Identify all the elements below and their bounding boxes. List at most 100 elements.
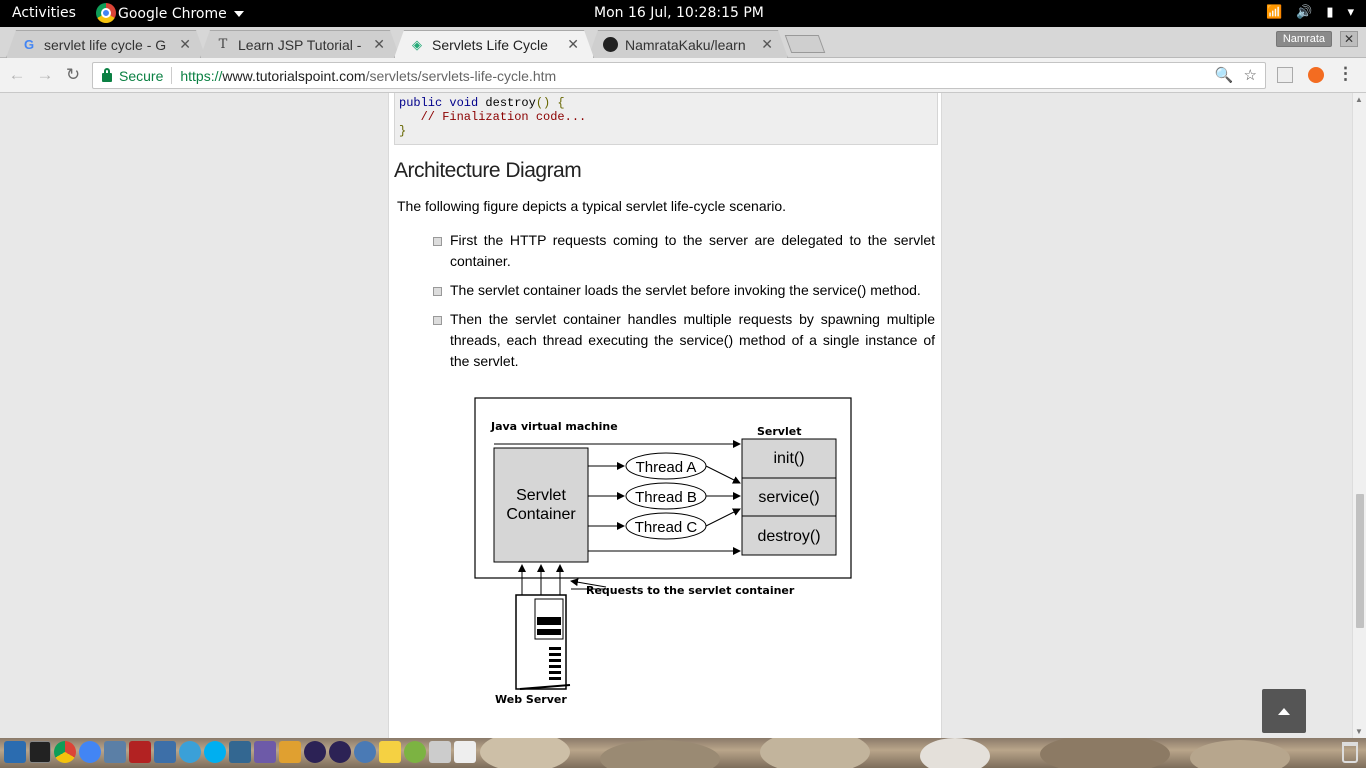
architecture-diagram: Java virtual machine Servlet Servlet Con… bbox=[474, 397, 852, 706]
monitor-icon[interactable] bbox=[104, 741, 126, 763]
wallpaper-pebble bbox=[1190, 740, 1290, 768]
servlet-container-box bbox=[493, 447, 589, 563]
tab-title: servlet life cycle - G bbox=[44, 36, 167, 53]
method-init: init() bbox=[773, 450, 804, 467]
tab-title: Servlets Life Cycle bbox=[432, 36, 548, 53]
requests-label: Requests to the servlet container bbox=[586, 584, 795, 597]
forward-arrow-icon[interactable]: → bbox=[36, 65, 54, 84]
search-zoom-icon[interactable]: 🔍 bbox=[1214, 67, 1234, 84]
profile-button[interactable]: Namrata bbox=[1275, 31, 1332, 47]
extension-orange-icon[interactable] bbox=[1308, 67, 1324, 83]
scrollbar-thumb[interactable] bbox=[1356, 494, 1364, 628]
scroll-down-icon[interactable]: ▼ bbox=[1355, 727, 1363, 736]
text-editor-icon[interactable] bbox=[454, 741, 476, 763]
postgresql-icon[interactable] bbox=[229, 741, 251, 763]
battery-icon: ▮ bbox=[1326, 5, 1334, 20]
google-g-icon: G bbox=[23, 37, 35, 52]
bookmark-star-icon[interactable]: ☆ bbox=[1243, 67, 1257, 84]
thread-c-label: Thread C bbox=[635, 519, 698, 536]
wifi-icon: 📶 bbox=[1265, 5, 1283, 20]
wallpaper-pebble bbox=[600, 740, 720, 768]
close-icon[interactable]: ✕ bbox=[373, 36, 385, 52]
address-bar[interactable]: Secure https://www.tutorialspoint.com/se… bbox=[92, 62, 1266, 89]
reload-icon[interactable]: ↻ bbox=[65, 65, 81, 84]
menu-kebab-icon[interactable]: ⋮ bbox=[1337, 64, 1354, 83]
window-close-button[interactable]: ✕ bbox=[1340, 31, 1358, 47]
bullet-list: First the HTTP requests coming to the se… bbox=[429, 230, 935, 380]
section-heading: Architecture Diagram bbox=[394, 159, 582, 182]
browser-toolbar: ← → ↻ Secure https://www.tutorialspoint.… bbox=[0, 58, 1366, 93]
document-icon[interactable] bbox=[154, 741, 176, 763]
scroll-to-top-button[interactable] bbox=[1262, 689, 1306, 733]
list-item: The servlet container loads the servlet … bbox=[429, 280, 935, 301]
clock-app-icon[interactable] bbox=[179, 741, 201, 763]
list-item: Then the servlet container handles multi… bbox=[429, 309, 935, 372]
wallpaper-pebble bbox=[480, 738, 570, 768]
chromium-icon[interactable] bbox=[79, 741, 101, 763]
thread-a-label: Thread A bbox=[636, 459, 697, 476]
scroll-up-icon[interactable]: ▲ bbox=[1355, 95, 1363, 104]
wallpaper-pebble bbox=[1040, 738, 1170, 768]
close-icon[interactable]: ✕ bbox=[567, 36, 579, 52]
back-arrow-icon[interactable]: ← bbox=[8, 65, 26, 84]
anchor-icon[interactable] bbox=[4, 741, 26, 763]
article-content: public void destroy() { // Finalization … bbox=[388, 93, 942, 738]
jvm-label: Java virtual machine bbox=[490, 420, 618, 433]
filezilla-icon[interactable] bbox=[129, 741, 151, 763]
file-manager-icon[interactable] bbox=[429, 741, 451, 763]
page-scrollbar[interactable]: ▲ ▼ bbox=[1352, 93, 1366, 738]
method-service: service() bbox=[758, 489, 819, 506]
tab-google-search[interactable]: G servlet life cycle - G ✕ bbox=[6, 30, 206, 58]
eclipse-alt-icon[interactable] bbox=[329, 741, 351, 763]
activities-button[interactable]: Activities bbox=[12, 5, 76, 21]
thread-b-label: Thread B bbox=[635, 489, 697, 506]
github-icon bbox=[603, 37, 618, 52]
pidgin-icon[interactable] bbox=[254, 741, 276, 763]
tutorialspoint-diamond-icon: ◈ bbox=[412, 36, 422, 52]
android-studio-icon[interactable] bbox=[404, 741, 426, 763]
divider bbox=[171, 67, 173, 84]
code-line: // Finalization code... bbox=[399, 110, 587, 124]
new-tab-button[interactable] bbox=[784, 35, 826, 53]
skype-icon[interactable] bbox=[204, 741, 226, 763]
omnibox-actions: 🔍 ☆ bbox=[1215, 66, 1257, 84]
servlet-label: Servlet bbox=[757, 425, 801, 438]
chrome-icon[interactable] bbox=[54, 741, 76, 763]
app-menu[interactable]: Google Chrome bbox=[96, 3, 244, 23]
dock-launchers bbox=[4, 741, 476, 763]
code-line: public void destroy() { bbox=[399, 96, 565, 110]
terminal-icon[interactable] bbox=[29, 741, 51, 763]
intro-paragraph: The following figure depicts a typical s… bbox=[397, 198, 787, 214]
web-server-icon bbox=[515, 594, 571, 690]
tab-servlets-life-cycle[interactable]: ◈ Servlets Life Cycle ✕ bbox=[394, 30, 594, 58]
url-scheme: https:// bbox=[180, 67, 223, 84]
chrome-icon bbox=[96, 3, 116, 23]
system-tray[interactable]: 📶 🔊 ▮ ▾ bbox=[1266, 5, 1354, 20]
code-line: } bbox=[399, 124, 407, 138]
gnome-top-bar: Activities Google Chrome Mon 16 Jul, 10:… bbox=[0, 0, 1366, 27]
chevron-down-icon: ▾ bbox=[1347, 5, 1354, 20]
eclipse-icon[interactable] bbox=[304, 741, 326, 763]
home-folder-icon[interactable] bbox=[279, 741, 301, 763]
close-icon[interactable]: ✕ bbox=[179, 36, 191, 52]
chevron-down-icon bbox=[233, 11, 244, 17]
tab-title: Learn JSP Tutorial - bbox=[238, 36, 362, 53]
url-host: www.tutorialspoint.com bbox=[222, 67, 366, 84]
secure-label: Secure bbox=[119, 67, 164, 84]
code-block: public void destroy() { // Finalization … bbox=[394, 93, 938, 145]
url-text[interactable]: https://www.tutorialspoint.com/servlets/… bbox=[180, 68, 556, 84]
volume-icon: 🔊 bbox=[1296, 5, 1313, 20]
tab-github[interactable]: NamrataKaku/learn ✕ bbox=[588, 30, 788, 58]
container-label-line1: Servlet bbox=[516, 487, 566, 504]
mysql-workbench-icon[interactable] bbox=[354, 741, 376, 763]
page-viewport: public void destroy() { // Finalization … bbox=[0, 93, 1352, 738]
lock-icon bbox=[102, 68, 112, 82]
notes-icon[interactable] bbox=[379, 741, 401, 763]
trash-icon[interactable] bbox=[1342, 742, 1358, 763]
close-icon[interactable]: ✕ bbox=[761, 36, 773, 52]
clock[interactable]: Mon 16 Jul, 10:28:15 PM bbox=[594, 5, 764, 21]
web-server-label: Web Server bbox=[495, 693, 567, 706]
wallpaper-pebble bbox=[760, 738, 870, 768]
tab-learn-jsp[interactable]: T Learn JSP Tutorial - ✕ bbox=[200, 30, 400, 58]
extension-icon[interactable] bbox=[1277, 67, 1293, 83]
